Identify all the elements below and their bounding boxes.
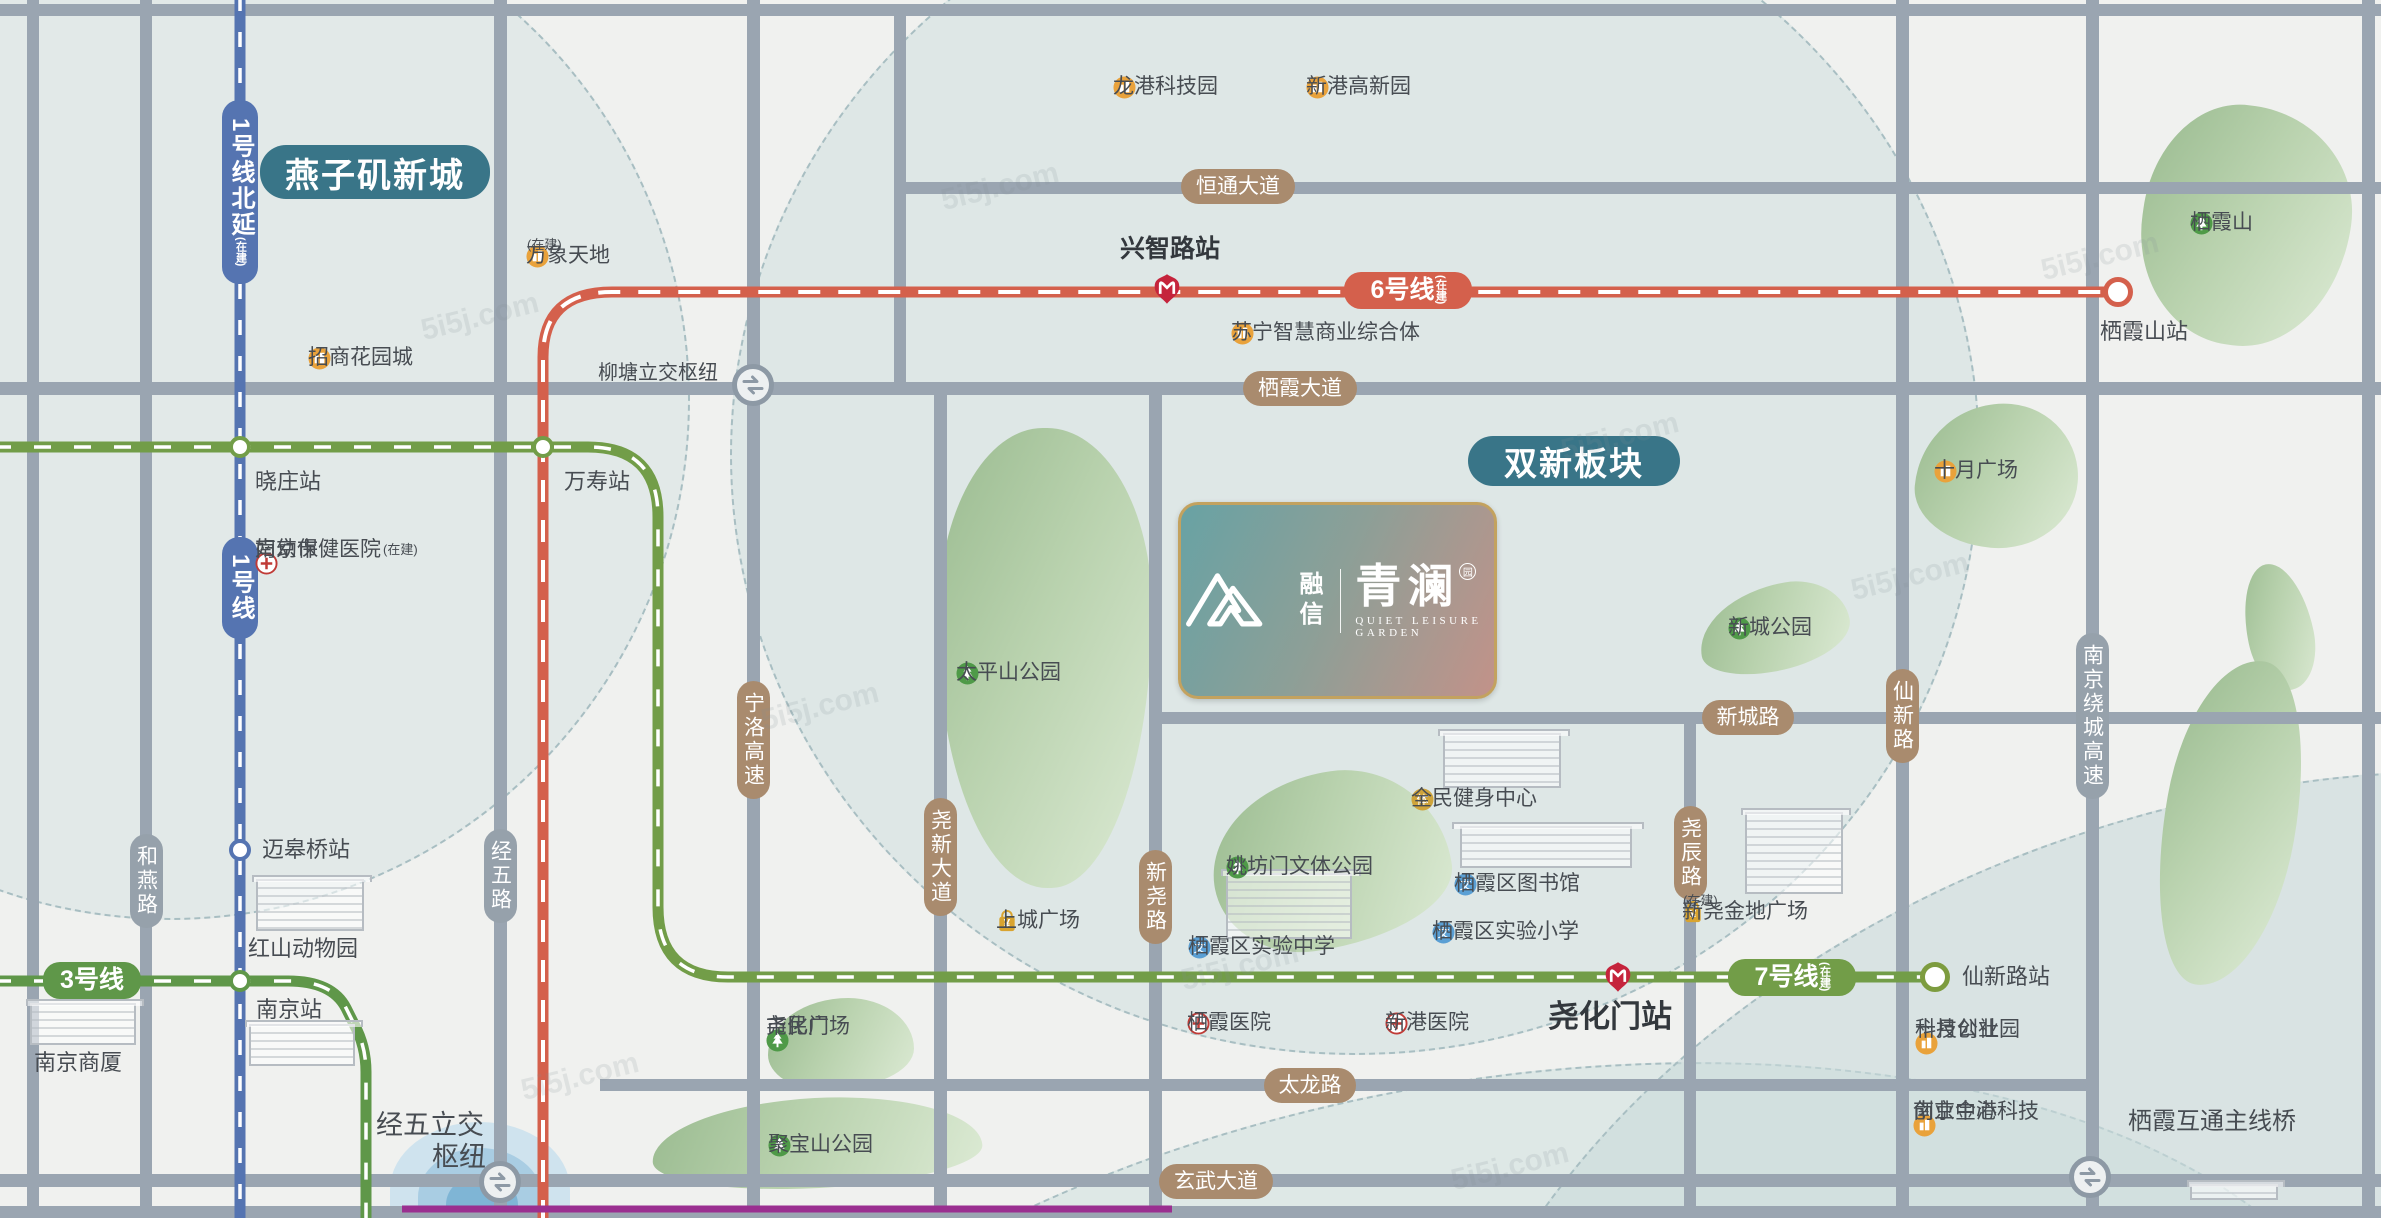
metro-line-pill: 1号线 [222,537,258,639]
metro-line-pill: 7号线(在建) [1728,958,1856,996]
road-label-pill: 恒通大道 [1181,168,1295,204]
project-subtitle: QUIET LEISURE GARDEN [1355,614,1482,639]
landmark-building-sketch [1451,822,1645,868]
metro-line-3 [0,975,372,1218]
road-label-pill: 玄武大道 [1159,1163,1273,1199]
landmark-building-sketch [251,875,373,931]
under-construction-tag: (在建) [383,542,418,557]
project-card: 融信 青澜 园 QUIET LEISURE GARDEN [1178,502,1497,699]
mountain-logo-icon [1181,563,1277,638]
road-label-pill: 和燕路 [129,834,163,928]
area-badge: 燕子矶新城 [260,145,490,199]
road-xinyao-rd [1149,382,1162,1218]
road-label-pill: 栖霞大道 [1243,370,1357,406]
park-area [768,998,914,1090]
landmark-building-sketch [2186,1180,2286,1200]
project-name-superscript: 园 [1459,562,1477,580]
metro-line-7 [0,441,1935,983]
card-divider [1340,568,1342,633]
park-area [938,428,1152,888]
road-top [0,4,2381,16]
project-name: 青澜 [1355,559,1460,612]
under-construction-tag: (在建) [527,236,562,252]
metro-station-circle [1920,962,1950,992]
under-construction-tag: (在建) [234,237,247,267]
landmark-building-sketch [25,999,145,1045]
metro-line-pill: 3号线 [43,961,141,999]
under-construction-tag: (在建) [1683,892,1718,908]
area-badge: 双新板块 [1468,436,1680,486]
road-label-pill: 宁洛高速 [736,681,770,799]
road-ningluo-hwy [747,0,760,1218]
road-label-pill: 经五路 [483,829,517,923]
road-label-pill: 新尧路 [1138,850,1172,944]
road-label-pill: 南京绕城高速 [2075,633,2109,799]
under-construction-tag: (在建) [1818,962,1831,992]
metro-station-circle [2103,277,2133,307]
metro-station-circle [229,436,251,458]
landmark-building-sketch [1220,869,1362,939]
road-label-pill: 新城路 [1702,699,1794,735]
metro-line-pill: 6号线(在建) [1344,271,1472,309]
road-left-edge [27,0,39,1218]
svg-text:¥: ¥ [1004,919,1011,931]
landmark-building-sketch [244,1020,364,1066]
under-construction-tag: (在建) [1434,275,1447,305]
svg-text:文: 文 [1194,940,1206,955]
road-label-pill: 仙新路 [1885,669,1919,763]
road-right-edge [2362,0,2375,1218]
metro-station-circle [532,436,554,458]
metro-station-circle [229,839,251,861]
landmark-building-sketch [1438,729,1570,788]
metro-line-6 [537,286,2118,1218]
svg-text:体: 体 [1417,793,1429,807]
road-label-pill: 尧新大道 [923,798,957,916]
svg-text:¥: ¥ [1690,910,1697,922]
metro-station-circle [229,970,251,992]
road-qixia-ave [0,382,2381,395]
brand-name: 融信 [1295,570,1322,631]
svg-text:文: 文 [1460,877,1472,892]
road-label-pill: 尧辰路 [1673,806,1707,900]
road-xianxin-rd [1896,0,1909,1218]
road-label-pill: 太龙路 [1264,1067,1356,1103]
landmark-building-sketch [1741,808,1851,894]
road-raocheng-hwy [2086,0,2099,1218]
metro-line-pill: 1号线北延(在建) [222,100,258,284]
svg-text:文: 文 [1438,925,1450,940]
